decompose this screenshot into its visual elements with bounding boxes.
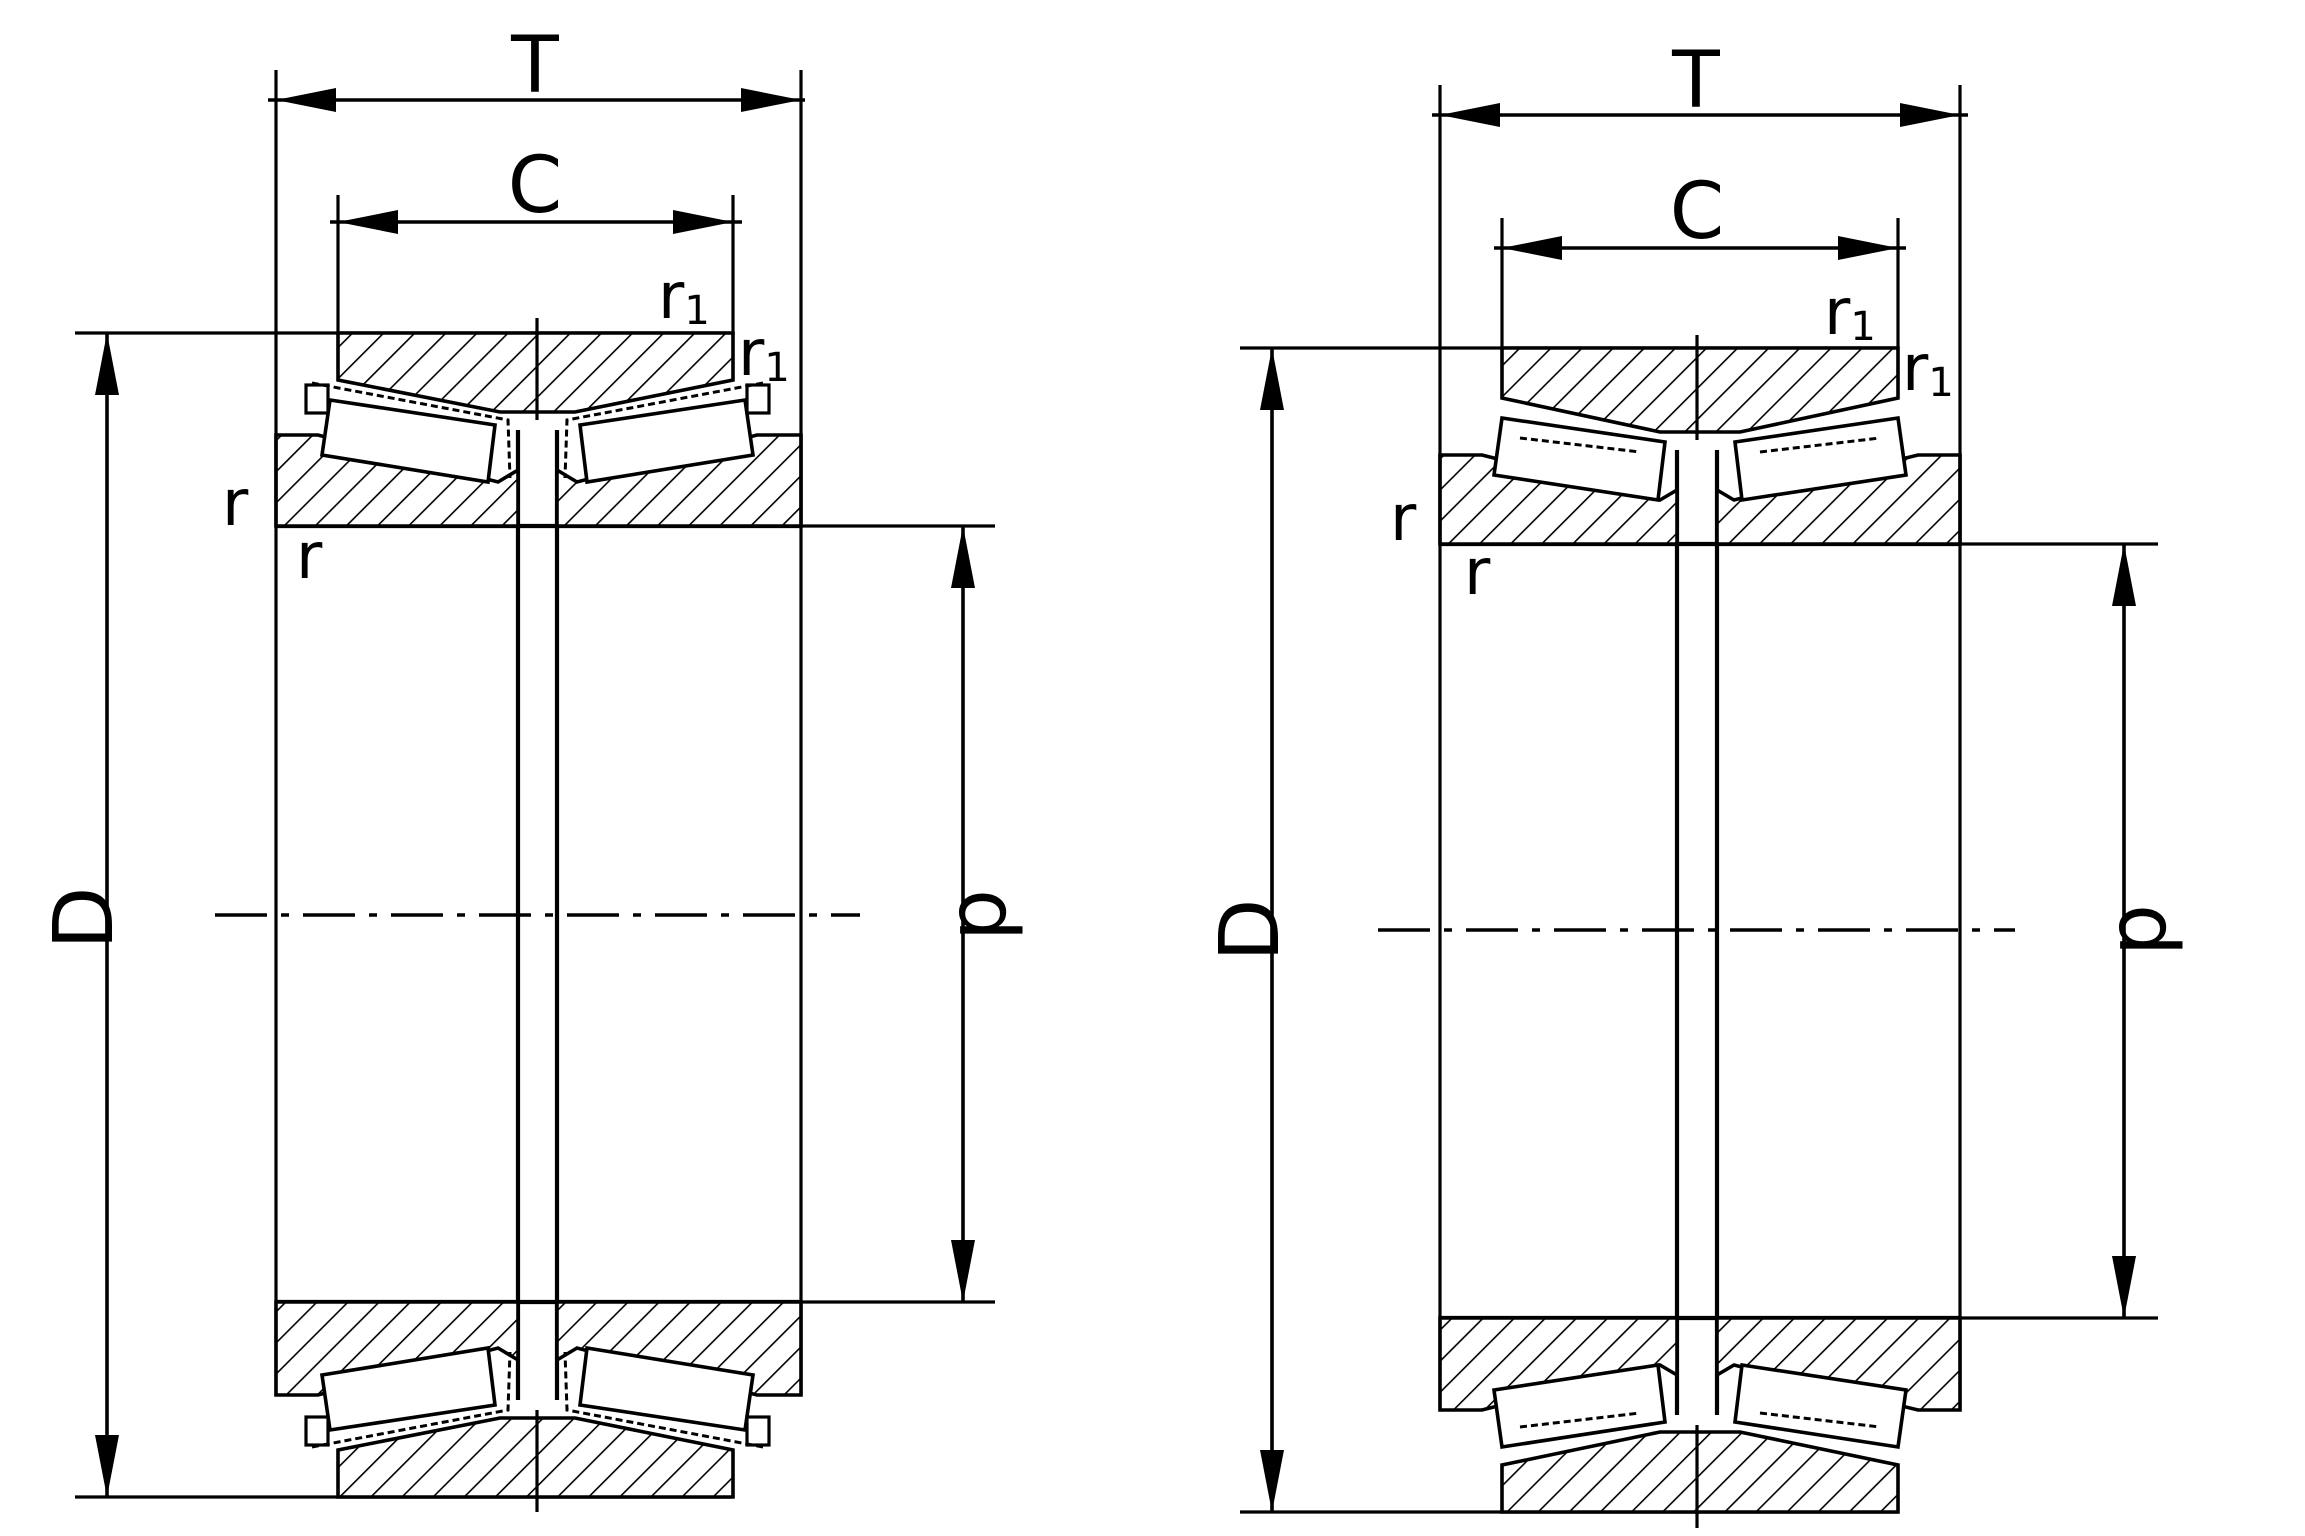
left-t-label: T — [510, 21, 559, 111]
left-r1-label-top: r1 — [658, 260, 710, 334]
right-t-dimension: T — [1432, 36, 1968, 127]
left-top-roller-left — [319, 397, 497, 485]
right-t-label: T — [1671, 36, 1720, 126]
right-c-label: C — [1670, 167, 1724, 257]
right-r-label-inner: r — [1464, 536, 1491, 610]
right-c-dimension: C — [1494, 167, 1906, 348]
left-r-label-outer: r — [222, 467, 249, 541]
left-bottom-roller-left — [319, 1345, 497, 1433]
left-top-section — [274, 318, 803, 528]
left-bottom-section — [274, 1300, 803, 1512]
right-bore-dimension: d — [1960, 542, 2195, 1320]
left-r-label-inner: r — [296, 520, 323, 594]
left-bore-label: d — [940, 889, 1035, 941]
left-c-label: C — [508, 141, 562, 231]
right-d-label: D — [1203, 898, 1298, 961]
right-bottom-cup — [1500, 1430, 1900, 1514]
left-r1-label-side: r1 — [738, 317, 790, 391]
right-bottom-cone-left — [1438, 1316, 1679, 1412]
right-r1-label-top: r1 — [1824, 276, 1876, 350]
right-bore-label: d — [2100, 904, 2195, 956]
right-top-cup — [1500, 346, 1900, 434]
right-r1-label-side: r1 — [1902, 332, 1954, 406]
left-c-dimension: C — [330, 141, 742, 335]
left-bore-dimension: d — [801, 524, 1035, 1304]
right-bearing-view: T C D d r1 r1 r r — [1203, 36, 2195, 1528]
right-top-section — [1438, 335, 1962, 546]
left-bottom-roller-right — [578, 1345, 756, 1433]
right-r-label-outer: r — [1390, 482, 1417, 556]
left-t-dimension: T — [268, 21, 805, 112]
left-d-label: D — [37, 886, 132, 949]
right-bottom-cone-right — [1715, 1316, 1962, 1412]
right-bottom-section — [1438, 1316, 1962, 1528]
left-top-roller-right — [578, 397, 756, 485]
left-bearing-view: T C D d r1 r1 — [37, 21, 1035, 1512]
